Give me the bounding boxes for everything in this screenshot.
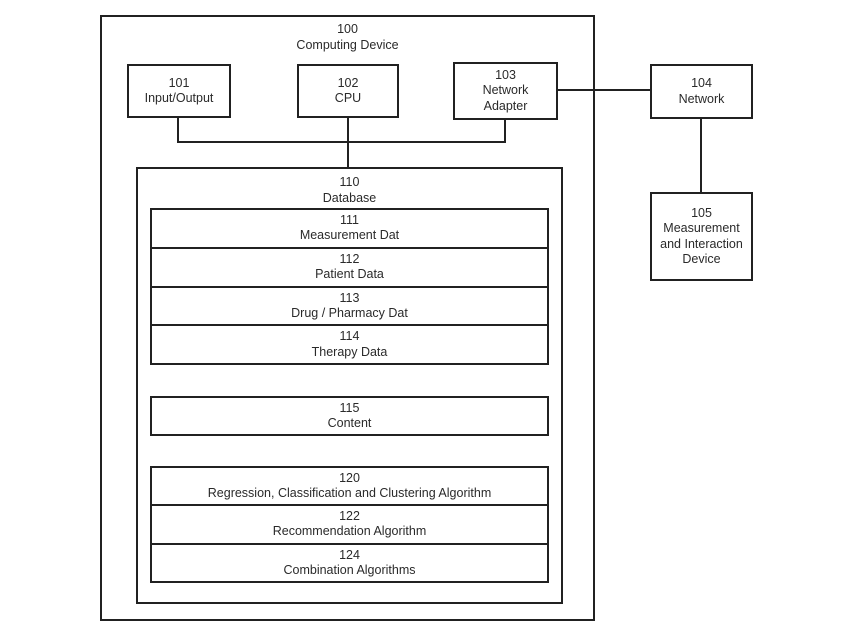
therapy-data-ref: 114 [339,329,360,344]
row-regression-algorithm: 120 Regression, Classification and Clust… [152,468,547,504]
content-label: Content [327,416,372,430]
row-drug-pharmacy-data: 113 Drug / Pharmacy Dat [152,285,547,325]
measurement-device-label: Measurement and Interaction Device [660,221,743,266]
database-data-rows: 111 Measurement Dat 112 Patient Data 113… [150,208,549,365]
box-cpu: 102 CPU [297,64,399,118]
box-measurement-interaction-device: 105 Measurement and Interaction Device [650,192,753,281]
network-label: Network [678,91,725,106]
row-therapy-data: 114 Therapy Data [152,324,547,363]
computing-device-title: 100 Computing Device [100,22,595,53]
content-ref: 115 [339,400,360,415]
row-patient-data: 112 Patient Data [152,246,547,286]
therapy-data-label: Therapy Data [311,344,388,359]
computing-device-ref: 100 [337,22,358,36]
computing-device-label: Computing Device [296,37,399,52]
patient-data-ref: 112 [339,251,360,266]
combination-algorithms-ref: 124 [339,547,360,562]
measurement-data-ref: 111 [339,213,359,228]
combination-algorithms-label: Combination Algorithms [283,562,416,577]
drug-pharmacy-data-label: Drug / Pharmacy Dat [291,305,408,320]
cpu-ref: 102 [337,75,359,90]
row-recommendation-algorithm: 122 Recommendation Algorithm [152,504,547,542]
connector-network-adapter-to-bus [504,120,506,143]
box-content: 115 Content [150,396,549,436]
connector-io-to-bus [177,118,179,143]
regression-algorithm-ref: 120 [339,470,360,485]
algorithm-rows: 120 Regression, Classification and Clust… [150,466,549,583]
measurement-device-ref: 105 [691,206,712,220]
box-input-output: 101 Input/Output [127,64,231,118]
input-output-ref: 101 [168,75,190,90]
cpu-label: CPU [334,91,362,105]
input-output-label: Input/Output [144,91,214,105]
network-ref: 104 [691,76,712,91]
connector-cpu-to-database [347,118,349,168]
database-ref: 110 [339,175,360,189]
recommendation-algorithm-label: Recommendation Algorithm [272,524,427,539]
database-frame: 110 Database 111 Measurement Dat 112 Pat… [136,167,563,604]
database-label: Database [322,190,377,205]
measurement-data-label: Measurement Dat [299,228,400,243]
box-network-adapter: 103 Network Adapter [453,62,558,120]
box-network: 104 Network [650,64,753,119]
recommendation-algorithm-ref: 122 [339,509,360,524]
connector-adapter-to-network [558,89,650,91]
connector-network-to-measurement-device [700,119,702,192]
row-measurement-data: 111 Measurement Dat [152,210,547,247]
network-adapter-label: Network Adapter [482,83,529,113]
network-adapter-ref: 103 [495,68,516,83]
regression-algorithm-label: Regression, Classification and Clusterin… [207,486,492,501]
row-combination-algorithms: 124 Combination Algorithms [152,542,547,581]
connector-bus-horizontal [177,141,506,143]
patient-data-label: Patient Data [315,267,384,282]
drug-pharmacy-data-ref: 113 [339,290,360,305]
database-title: 110 Database [138,175,561,206]
